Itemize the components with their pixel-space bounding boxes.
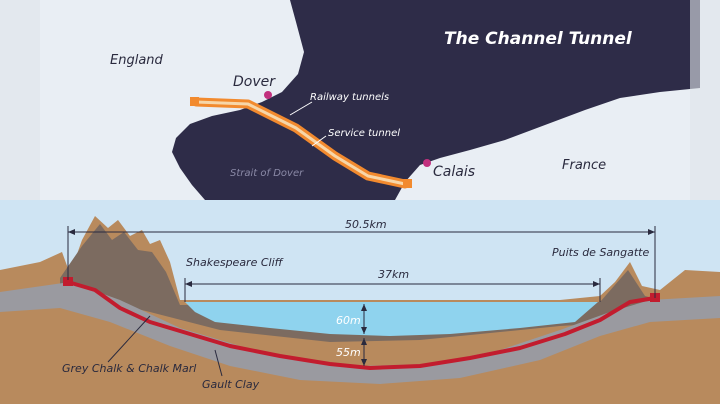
section-terminal-uk <box>63 277 73 286</box>
dover-label: Dover <box>233 74 276 90</box>
calais-label: Calais <box>433 164 475 180</box>
france-label: France <box>562 158 606 173</box>
sea-shape <box>172 0 700 200</box>
length-50-arrow-right <box>648 229 655 235</box>
railway-tunnels-label: Railway tunnels <box>310 92 389 103</box>
chalk-layer <box>0 282 720 384</box>
map-terminal-fr <box>403 179 412 188</box>
service-leader <box>311 135 327 147</box>
depth-55-arrow-bottom <box>361 359 367 366</box>
strait-label: Strait of Dover <box>230 168 304 179</box>
tunnel-profile <box>66 280 657 370</box>
sea-water <box>185 302 598 336</box>
depth-60-arrow-top <box>361 304 367 311</box>
right-fade <box>690 0 720 205</box>
map-tunnel-inner <box>195 100 406 186</box>
chalk-label: Grey Chalk & Chalk Marl <box>62 362 196 375</box>
length-50-label: 50.5km <box>345 218 387 231</box>
calais-point <box>423 159 431 167</box>
chalk-leader <box>107 315 151 363</box>
depth-60-arrow-bottom <box>361 327 367 334</box>
service-tunnel-label: Service tunnel <box>328 128 400 139</box>
gault-clay-label: Gault Clay <box>202 378 260 391</box>
gault-leader <box>214 349 223 377</box>
left-fade <box>0 0 40 205</box>
depth-55-arrow-top <box>361 338 367 345</box>
length-37-label: 37km <box>378 268 409 281</box>
map-terminal-uk <box>190 97 199 106</box>
depth-60-label: 60m <box>336 314 361 327</box>
england-label: England <box>110 53 164 68</box>
length-50-arrow-left <box>68 229 75 235</box>
puits-de-sangatte-label: Puits de Sangatte <box>552 246 649 259</box>
shakespeare-cliff-label: Shakespeare Cliff <box>186 256 284 269</box>
title: The Channel Tunnel <box>444 29 633 49</box>
depth-55-label: 55m <box>336 346 361 359</box>
railway-leader <box>289 101 313 116</box>
length-37-arrow-right <box>593 281 600 287</box>
dover-point <box>264 91 272 99</box>
length-37-arrow-left <box>185 281 192 287</box>
